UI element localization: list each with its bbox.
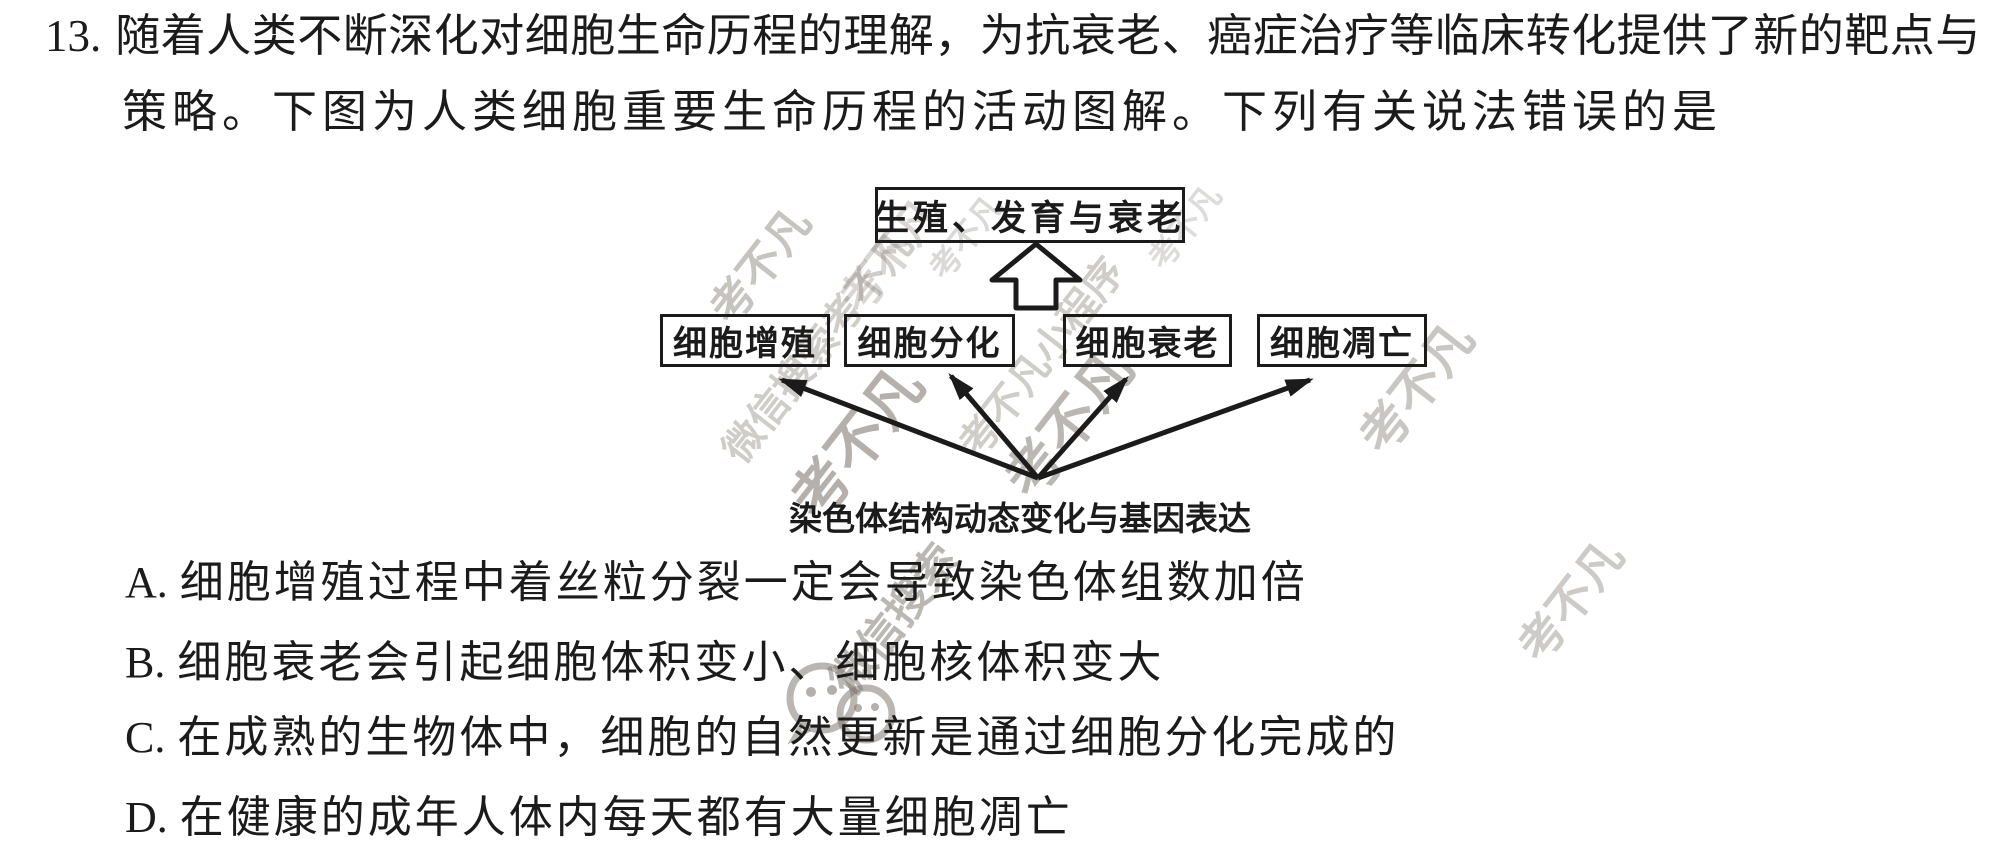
option-c: C.在成熟的生物体中，细胞的自然更新是通过细胞分化完成的 xyxy=(125,710,1399,766)
question-stem-line-2: 策略。下图为人类细胞重要生命历程的活动图解。下列有关说法错误的是 xyxy=(122,87,1723,137)
diagram-bottom-label: 染色体结构动态变化与基因表达 xyxy=(789,502,1251,538)
diagram-box-cell-senescence: 细胞衰老 xyxy=(1063,314,1232,367)
diagram-box-cell-apoptosis: 细胞凋亡 xyxy=(1257,314,1427,367)
watermark-text: 考不凡 xyxy=(1507,530,1634,672)
option-b-text: 细胞衰老会引起细胞体积变小、细胞核体积变大 xyxy=(177,638,1165,687)
option-c-text: 在成熟的生物体中，细胞的自然更新是通过细胞分化完成的 xyxy=(177,713,1400,762)
question-stem-line-1: 13. 随着人类不断深化对细胞生命历程的理解，为抗衰老、癌症治疗等临床转化提供了新… xyxy=(45,8,1981,64)
option-b: B.细胞衰老会引起细胞体积变小、细胞核体积变大 xyxy=(125,635,1164,691)
diagram-box-reproduction-development-aging: 生殖、发育与衰老 xyxy=(874,187,1185,243)
question-number: 13. xyxy=(45,11,102,61)
diagram-box-cell-proliferation: 细胞增殖 xyxy=(660,314,830,367)
option-a: A.细胞增殖过程中着丝粒分裂一定会导致染色体组数加倍 xyxy=(125,555,1308,611)
option-a-label: A. xyxy=(125,558,168,607)
question-text: 随着人类不断深化对细胞生命历程的理解，为抗衰老、癌症治疗等临床转化提供了新的靶点… xyxy=(115,11,1981,61)
option-a-text: 细胞增殖过程中着丝粒分裂一定会导致染色体组数加倍 xyxy=(179,558,1308,607)
option-d-text: 在健康的成年人体内每天都有大量细胞凋亡 xyxy=(179,793,1073,842)
wechat-logo-icon xyxy=(786,662,896,745)
option-b-label: B. xyxy=(125,638,166,687)
option-d: D.在健康的成年人体内每天都有大量细胞凋亡 xyxy=(125,790,1073,844)
option-c-label: C. xyxy=(125,713,166,762)
diagram-box-cell-differentiation: 细胞分化 xyxy=(844,314,1015,367)
option-d-label: D. xyxy=(125,793,168,842)
